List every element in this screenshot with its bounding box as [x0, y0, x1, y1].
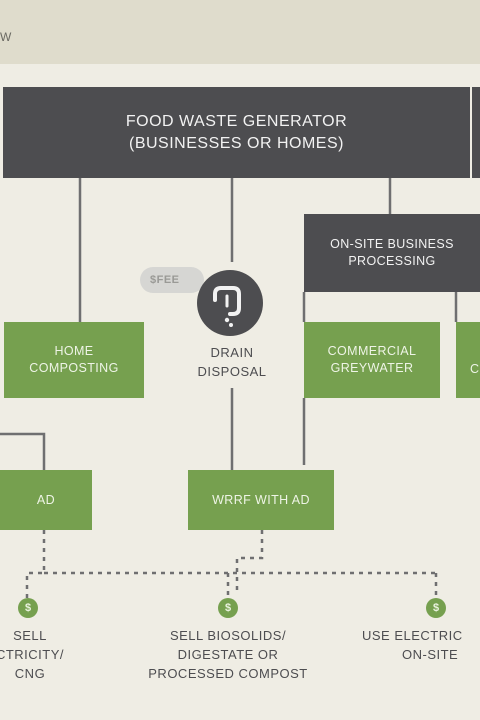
- top-banner: W: [0, 0, 480, 64]
- outcome-use-electricity: USE ELECTRIC ON-SITE: [358, 627, 480, 665]
- greywater-line-1: COMMERCIAL: [327, 344, 417, 359]
- outcome-middle-line-2: DIGESTATE OR: [177, 646, 279, 662]
- fee-badge: $FEE: [140, 267, 204, 293]
- onsite-line-2: PROCESSING: [348, 254, 436, 268]
- drain-pipe-icon: [197, 270, 263, 336]
- outcome-right-line-2: ON-SITE: [402, 646, 459, 662]
- outcome-right-line-1: USE ELECTRIC: [362, 628, 463, 643]
- onsite-line-1: ON-SITE BUSINESS: [330, 237, 454, 252]
- wrrf-with-ad-box: WRRF WITH AD: [188, 470, 334, 530]
- banner-text: W: [0, 30, 13, 44]
- generator-line-1: FOOD WASTE GENERATOR: [125, 112, 348, 130]
- partial-right-label: C: [470, 361, 480, 376]
- outcome-left-line-2: CTRICITY/: [0, 646, 65, 662]
- dollar-coin-icon: $: [18, 598, 38, 618]
- greywater-line-2: GREYWATER: [330, 361, 414, 375]
- dollar-coin-icon: $: [426, 598, 446, 618]
- home-composting-line-2: COMPOSTING: [29, 361, 119, 375]
- drain-line-1: DRAIN: [210, 345, 254, 360]
- outcome-sell-biosolids: SELL BIOSOLIDS/ DIGESTATE OR PROCESSED C…: [122, 627, 334, 684]
- wrrf-label: WRRF WITH AD: [212, 492, 310, 507]
- home-composting-box: HOME COMPOSTING: [4, 322, 144, 398]
- ad-label: AD: [36, 492, 56, 507]
- dollar-coin-icon: $: [218, 598, 238, 618]
- generator-line-2: (BUSINESSES OR HOMES): [129, 134, 344, 152]
- outcome-left-line-3: CNG: [14, 665, 46, 681]
- drain-line-2: DISPOSAL: [197, 363, 267, 379]
- outcome-middle-line-1: SELL BIOSOLIDS/: [169, 628, 287, 643]
- generator-right-edge: [472, 87, 480, 178]
- drain-disposal-label: DRAIN DISPOSAL: [182, 344, 282, 382]
- home-composting-line-1: HOME: [54, 344, 94, 359]
- commercial-greywater-box: COMMERCIAL GREYWATER: [304, 322, 440, 398]
- outcome-left-line-1: SELL: [13, 628, 47, 643]
- food-waste-generator-box: FOOD WASTE GENERATOR (BUSINESSES OR HOME…: [3, 87, 470, 178]
- outcome-middle-line-3: PROCESSED COMPOST: [148, 665, 308, 681]
- partial-right-box: C: [456, 322, 480, 398]
- on-site-business-processing-box: ON-SITE BUSINESS PROCESSING: [304, 214, 480, 292]
- ad-box: AD: [0, 470, 92, 530]
- outcome-sell-electricity: SELL CTRICITY/ CNG: [0, 627, 90, 684]
